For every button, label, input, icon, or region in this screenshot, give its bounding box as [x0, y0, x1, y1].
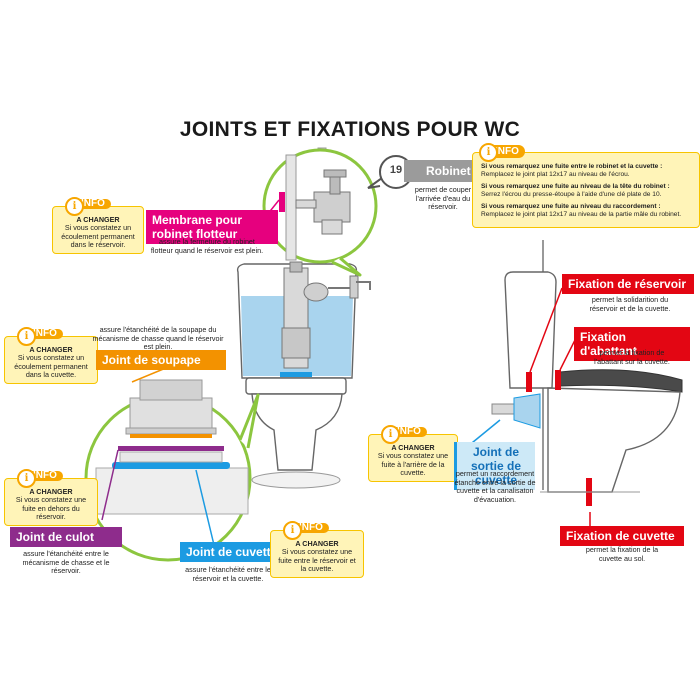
sortie-desc: permet un raccordement étanche entre la …: [454, 469, 536, 504]
fix-cuvette-label: Fixation de cuvette: [560, 526, 684, 546]
cuvette-desc: assure l'étanchéité entre le réservoir e…: [185, 565, 271, 583]
info-text: Si vous constatez un écoulement permanen…: [14, 353, 88, 380]
info-title: A CHANGER: [295, 539, 339, 548]
page-title: JOINTS ET FIXATIONS POUR WC: [179, 118, 521, 141]
robinet-number: 19: [389, 164, 403, 176]
sortie-label: Joint de sortie de cuvette: [454, 442, 535, 490]
robinet-info-q2: Si vous remarquez une fuite au niveau de…: [481, 183, 670, 190]
soupape-desc: assure l'étanchéité de la soupape du méc…: [92, 325, 224, 352]
cuvette-label: Joint de cuvette: [180, 542, 286, 562]
info-icon: i: [479, 143, 498, 162]
robinet-label: Robinet: [404, 160, 486, 182]
right-toilet: [491, 240, 683, 506]
info-text: Si vous constatez un écoulement permanen…: [61, 223, 135, 250]
info-title: A CHANGER: [29, 487, 73, 496]
soupape-label: Joint de soupape: [96, 350, 226, 370]
info-title: A CHANGER: [29, 345, 73, 354]
culot-desc: assure l'étanchéité entre le mécanisme d…: [22, 549, 110, 576]
fix-cuvette-desc: permet la fixation de la cuvette au sol.: [585, 545, 659, 563]
info-icon: i: [65, 197, 84, 216]
seal-zoom: [84, 379, 260, 562]
robinet-info-q3: Si vous remarquez une fuite au niveau du…: [481, 203, 661, 210]
info-title: A CHANGER: [391, 443, 435, 452]
info-icon: i: [381, 425, 400, 444]
left-toilet: [236, 147, 371, 489]
info-icon: i: [17, 327, 36, 346]
info-text: Si vous constatez une fuite en dehors du…: [15, 495, 87, 522]
robinet-info-q1: Si vous remarquez une fuite entre le rob…: [481, 163, 663, 170]
culot-label: Joint de culot: [10, 527, 122, 547]
membrane-label: Membrane pour robinet flotteur: [146, 210, 278, 244]
robinet-desc: permet de couper l'arrivée d'eau du rése…: [414, 185, 472, 212]
info-title: A CHANGER: [76, 215, 120, 224]
fix-abattant-desc: permet la fixation de l'abattant sur la …: [594, 348, 670, 366]
robinet-info-a1: Remplacez le joint plat 12x17 au niveau …: [481, 171, 630, 178]
fix-reservoir-label: Fixation de réservoir: [562, 274, 694, 294]
fix-abattant-label: Fixation d'abattant: [574, 327, 690, 361]
fix-reservoir-desc: permet la solidarition du réservoir et d…: [589, 295, 671, 313]
robinet-zoom: [262, 148, 378, 277]
info-icon: i: [17, 469, 36, 488]
robinet-info-a2: Serrez l'écrou du presse-étoupe à l'aide…: [481, 191, 662, 198]
robinet-info-a3: Remplacez le joint plat 12x17 au niveau …: [481, 211, 682, 218]
info-text: Si vous constatez une fuite entre le rés…: [278, 547, 356, 574]
info-icon: i: [283, 521, 302, 540]
info-text: Si vous constatez une fuite à l'arrière …: [377, 451, 449, 478]
membrane-desc: assure la fermeture du robinet flotteur …: [150, 237, 264, 255]
